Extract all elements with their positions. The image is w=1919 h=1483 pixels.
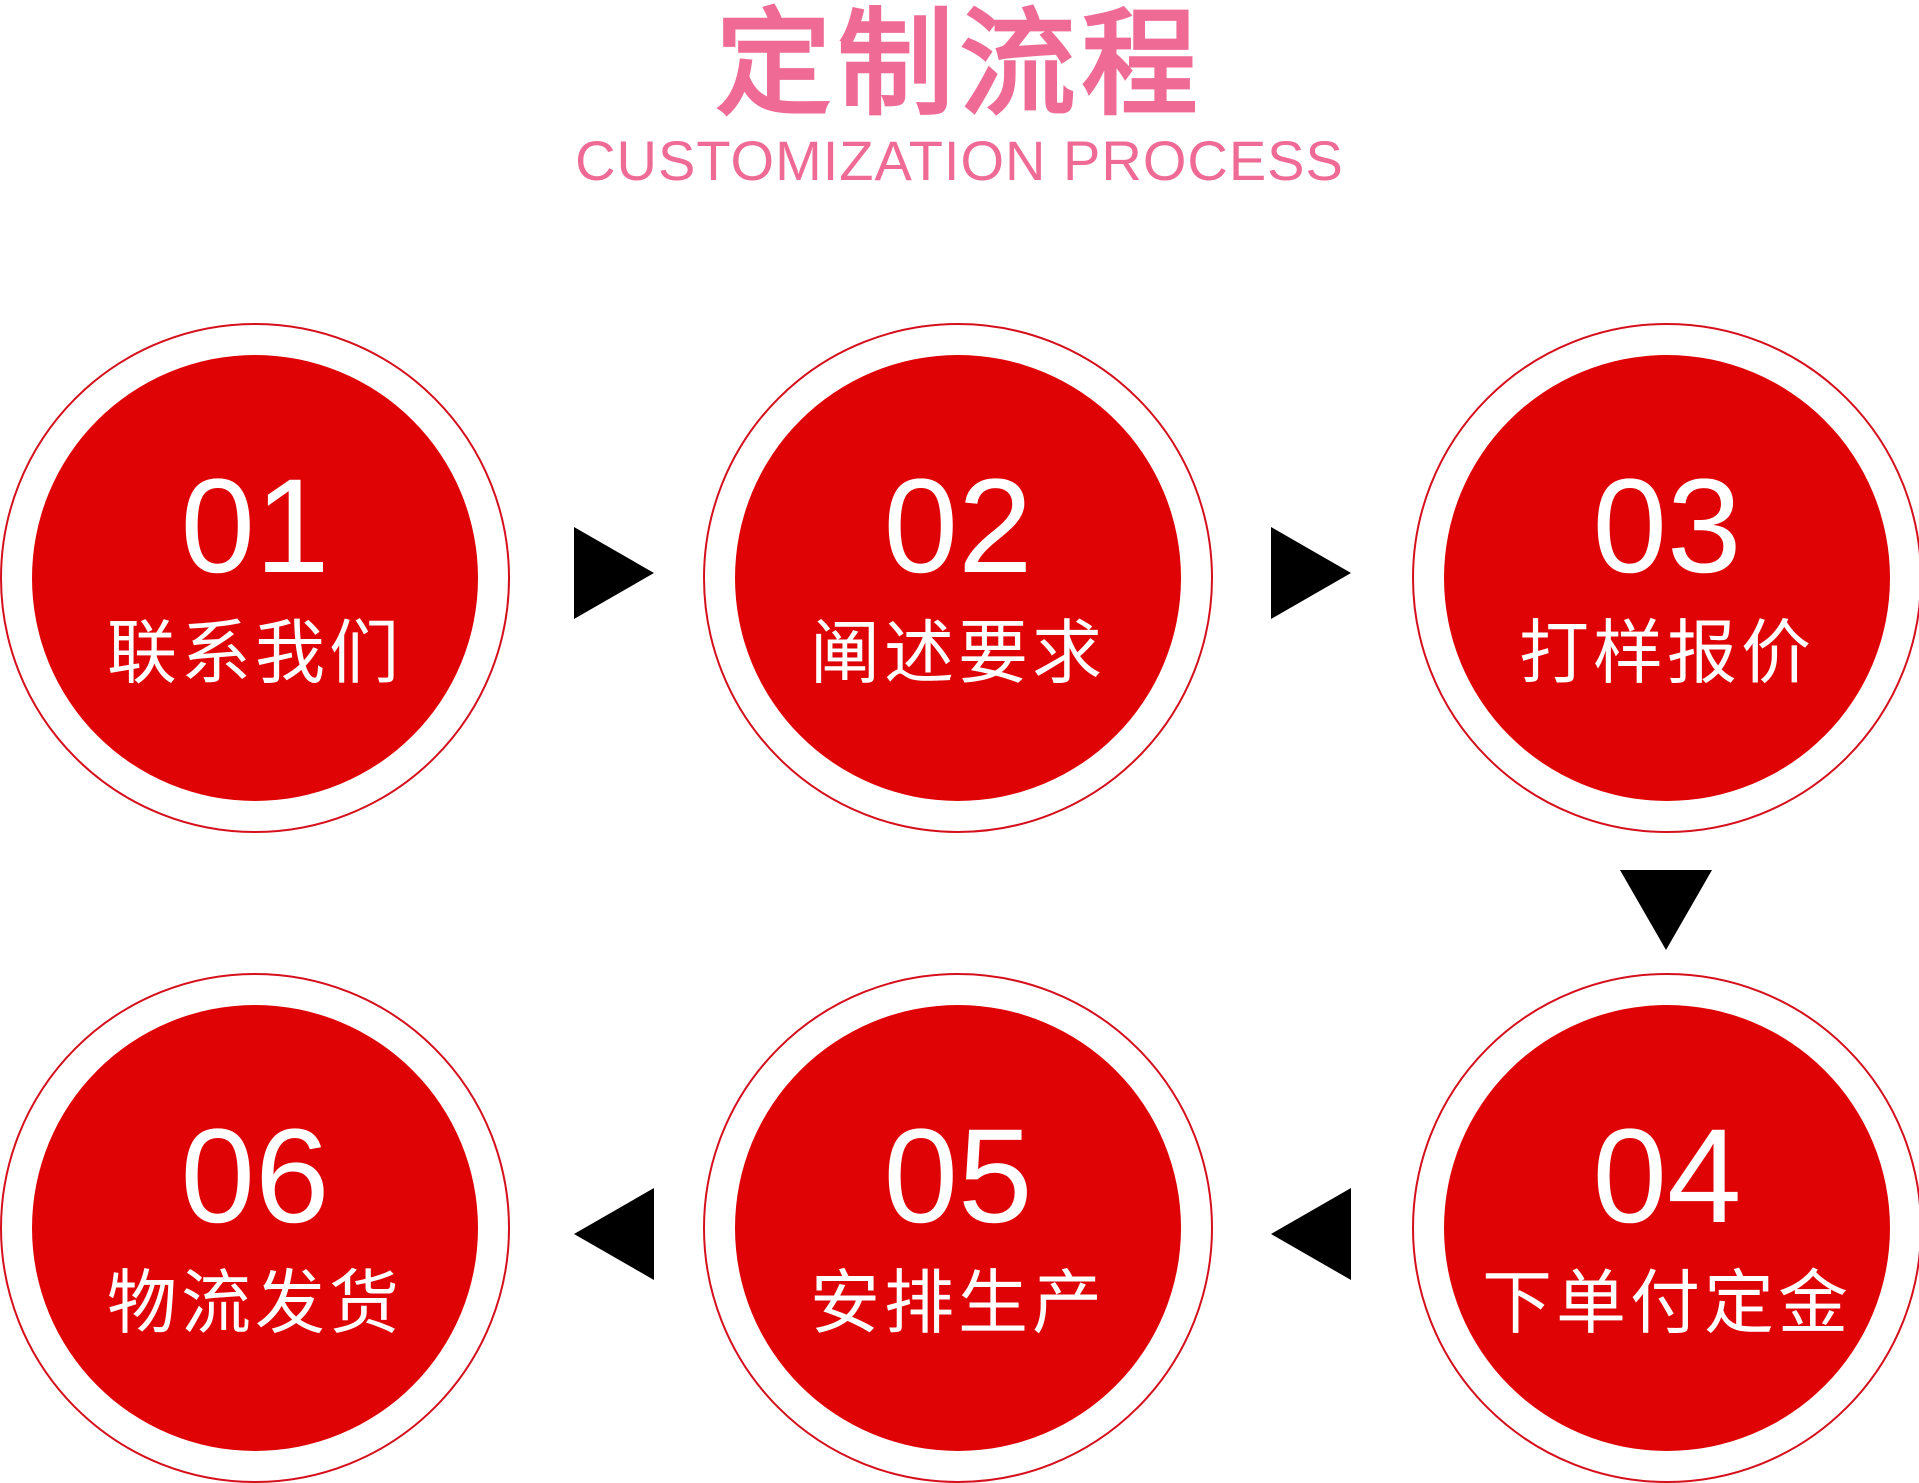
arrow-left-icon xyxy=(574,1188,654,1280)
step-label: 打样报价 xyxy=(1519,612,1815,694)
step-01: 01 联系我们 xyxy=(0,323,510,833)
step-disc: 05 安排生产 xyxy=(735,1005,1181,1451)
step-number: 02 xyxy=(883,452,1033,601)
step-disc: 03 打样报价 xyxy=(1444,355,1890,801)
step-02: 02 阐述要求 xyxy=(703,323,1213,833)
step-disc: 06 物流发货 xyxy=(32,1005,478,1451)
step-03: 03 打样报价 xyxy=(1412,323,1919,833)
step-number: 03 xyxy=(1592,452,1742,601)
page-subtitle: CUSTOMIZATION PROCESS xyxy=(575,129,1344,192)
step-label: 物流发货 xyxy=(107,1262,403,1344)
step-number: 06 xyxy=(180,1102,330,1251)
step-label: 联系我们 xyxy=(107,612,403,694)
step-number: 04 xyxy=(1592,1102,1742,1251)
step-06: 06 物流发货 xyxy=(0,973,510,1483)
step-disc: 02 阐述要求 xyxy=(735,355,1181,801)
step-04: 04 下单付定金 xyxy=(1412,973,1919,1483)
arrow-right-icon xyxy=(574,527,654,619)
page-title: 定制流程 xyxy=(715,0,1204,132)
arrow-left-icon xyxy=(1271,1188,1351,1280)
step-number: 01 xyxy=(180,452,330,601)
step-label: 下单付定金 xyxy=(1482,1262,1852,1344)
step-05: 05 安排生产 xyxy=(703,973,1213,1483)
arrow-right-icon xyxy=(1271,527,1351,619)
step-label: 阐述要求 xyxy=(810,612,1106,694)
arrow-down-icon xyxy=(1620,870,1712,950)
step-number: 05 xyxy=(883,1102,1033,1251)
step-label: 安排生产 xyxy=(810,1262,1106,1344)
step-disc: 04 下单付定金 xyxy=(1444,1005,1890,1451)
step-disc: 01 联系我们 xyxy=(32,355,478,801)
